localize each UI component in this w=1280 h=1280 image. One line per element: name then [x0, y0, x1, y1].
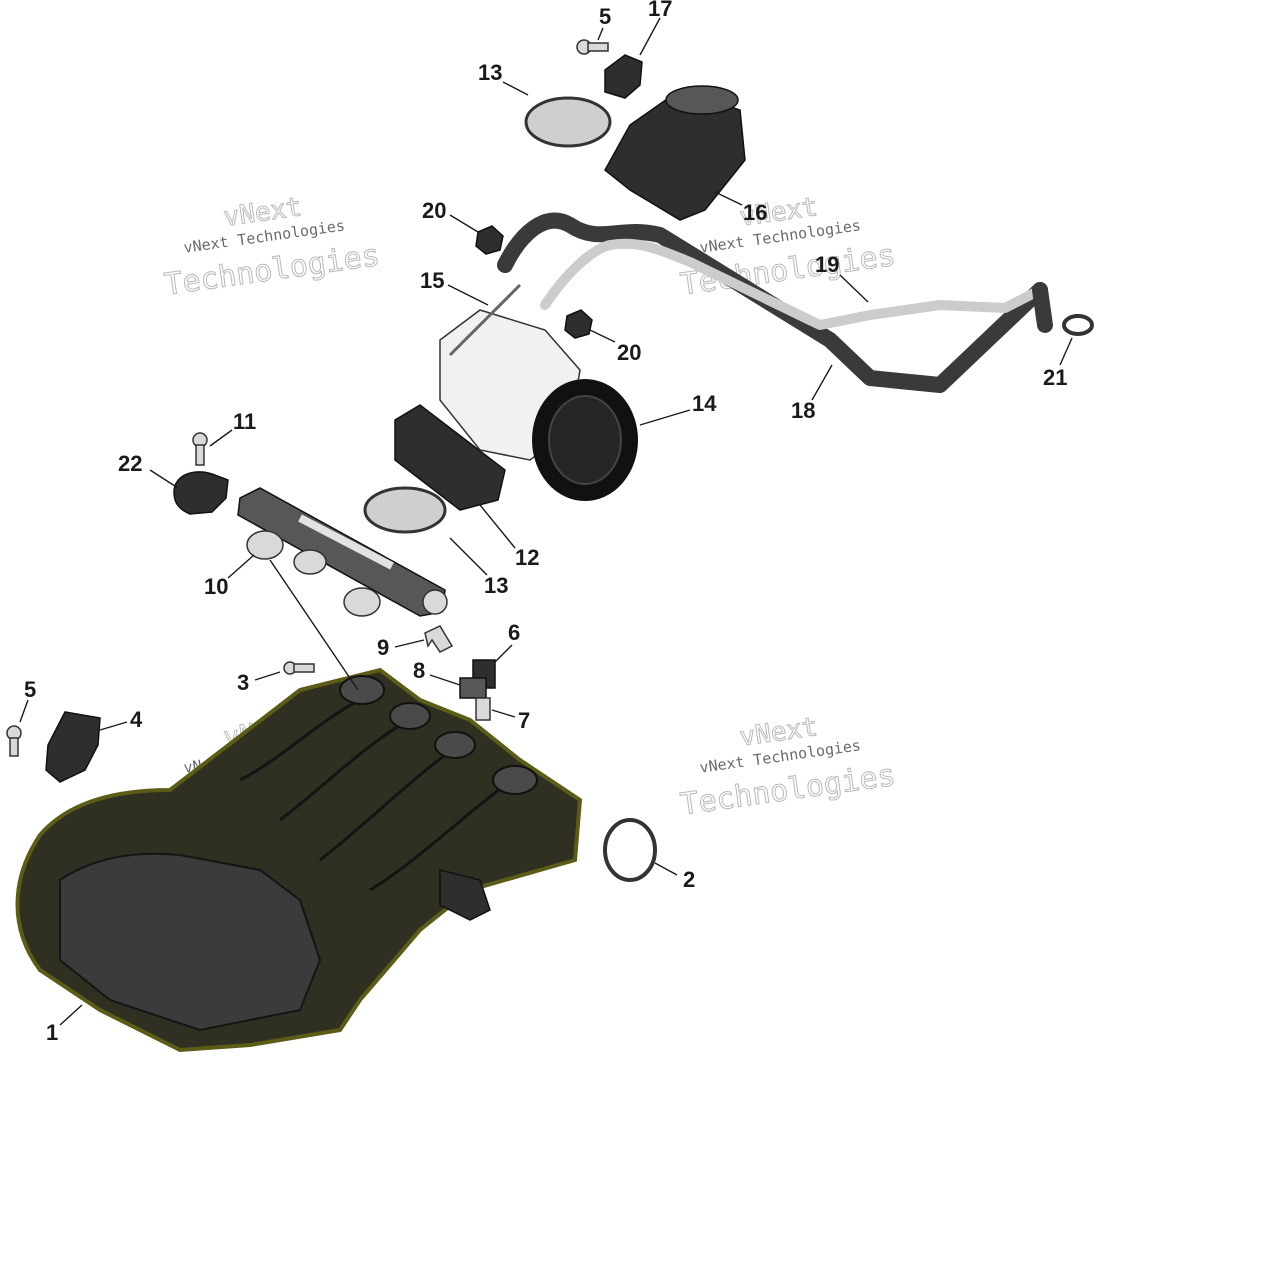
throttle-adapter-part [394, 404, 506, 511]
vacuum-cap-part-upper [475, 225, 504, 255]
air-duct-part [604, 85, 746, 221]
callout-21: 21 [1043, 365, 1067, 390]
rubber-clamp-part [173, 471, 229, 515]
callout-15: 15 [420, 268, 444, 293]
callout-7: 7 [518, 708, 530, 733]
callout-8: 8 [413, 658, 425, 683]
callout-5-lower: 5 [24, 677, 36, 702]
callout-16: 16 [743, 200, 767, 225]
runner-port [434, 731, 476, 759]
screw-part-5-lower [6, 725, 22, 757]
runner-port [389, 702, 431, 730]
callout-17: 17 [648, 0, 672, 21]
throttle-body-part [439, 283, 638, 501]
callout-13-lower: 13 [484, 573, 508, 598]
watermark-top-left: vNext vNext Technologies Technologies [162, 192, 383, 303]
callout-13-upper: 13 [478, 60, 502, 85]
callout-14: 14 [692, 391, 717, 416]
callout-9: 9 [377, 635, 389, 660]
callout-6: 6 [508, 620, 520, 645]
callout-20-lower: 20 [617, 340, 641, 365]
intake-manifold-part [15, 667, 583, 1053]
gasket-ring-part [603, 818, 657, 882]
screw-part-5-upper [576, 39, 609, 55]
injector-part [459, 659, 496, 721]
callout-3: 3 [237, 670, 249, 695]
vacuum-cap-part-lower [564, 309, 593, 339]
callout-4: 4 [130, 707, 143, 732]
screw-part-11 [192, 432, 208, 466]
runner-port [492, 765, 538, 795]
callout-20-upper: 20 [422, 198, 446, 223]
hose-assembly-part [497, 212, 1053, 393]
callout-labels: 1 2 3 4 5 5 6 7 8 9 10 11 12 13 13 14 15… [24, 0, 1067, 1045]
callout-2: 2 [683, 867, 695, 892]
leader-lines [19, 17, 1073, 1026]
clip-part [424, 625, 454, 653]
callout-19: 19 [815, 252, 839, 277]
callout-5-upper: 5 [599, 4, 611, 29]
hose-clamp-part-upper [524, 96, 612, 148]
callout-11: 11 [233, 409, 256, 434]
callout-1: 1 [46, 1020, 58, 1045]
map-sensor-part [45, 711, 101, 783]
manifold-plenum [59, 852, 322, 1032]
callout-18: 18 [791, 398, 815, 423]
temp-sensor-part [604, 54, 643, 99]
callout-12: 12 [515, 545, 539, 570]
watermark-bottom-right: vNext vNext Technologies Technologies [678, 712, 899, 823]
hose-clamp-part-lower [363, 486, 447, 534]
small-hose-clamp-part [1062, 314, 1094, 336]
callout-22: 22 [118, 451, 142, 476]
runner-port [339, 675, 385, 705]
manifold-connector [439, 869, 491, 921]
fuel-rail-part [237, 487, 448, 617]
callout-10: 10 [204, 574, 228, 599]
screw-part-3 [283, 661, 315, 675]
